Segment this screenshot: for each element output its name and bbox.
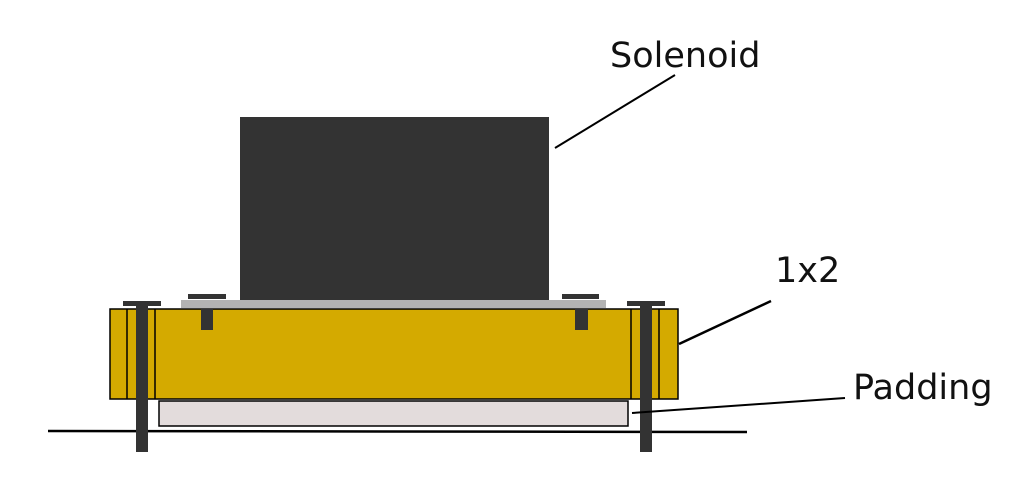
bolt-left (136, 303, 148, 452)
bolt-head-right (627, 301, 665, 306)
bolt-head-left (123, 301, 161, 306)
label-solenoid: Solenoid (610, 36, 760, 76)
ground-line (47, 429, 748, 434)
leader-padding (631, 397, 846, 414)
label-padding: Padding (853, 368, 993, 408)
plate-screw-head-left (188, 294, 226, 299)
plate-screw-head-right (562, 294, 599, 299)
plate-screw-right (575, 309, 588, 330)
padding-layer (158, 400, 629, 427)
bolt-right (640, 303, 652, 452)
leader-solenoid (554, 74, 676, 149)
leader-board (678, 299, 772, 346)
plate-screw-left (201, 309, 213, 330)
solenoid-body (240, 117, 549, 301)
board-1x2 (109, 308, 679, 400)
mounting-plate (181, 300, 606, 308)
label-board: 1x2 (775, 251, 840, 291)
